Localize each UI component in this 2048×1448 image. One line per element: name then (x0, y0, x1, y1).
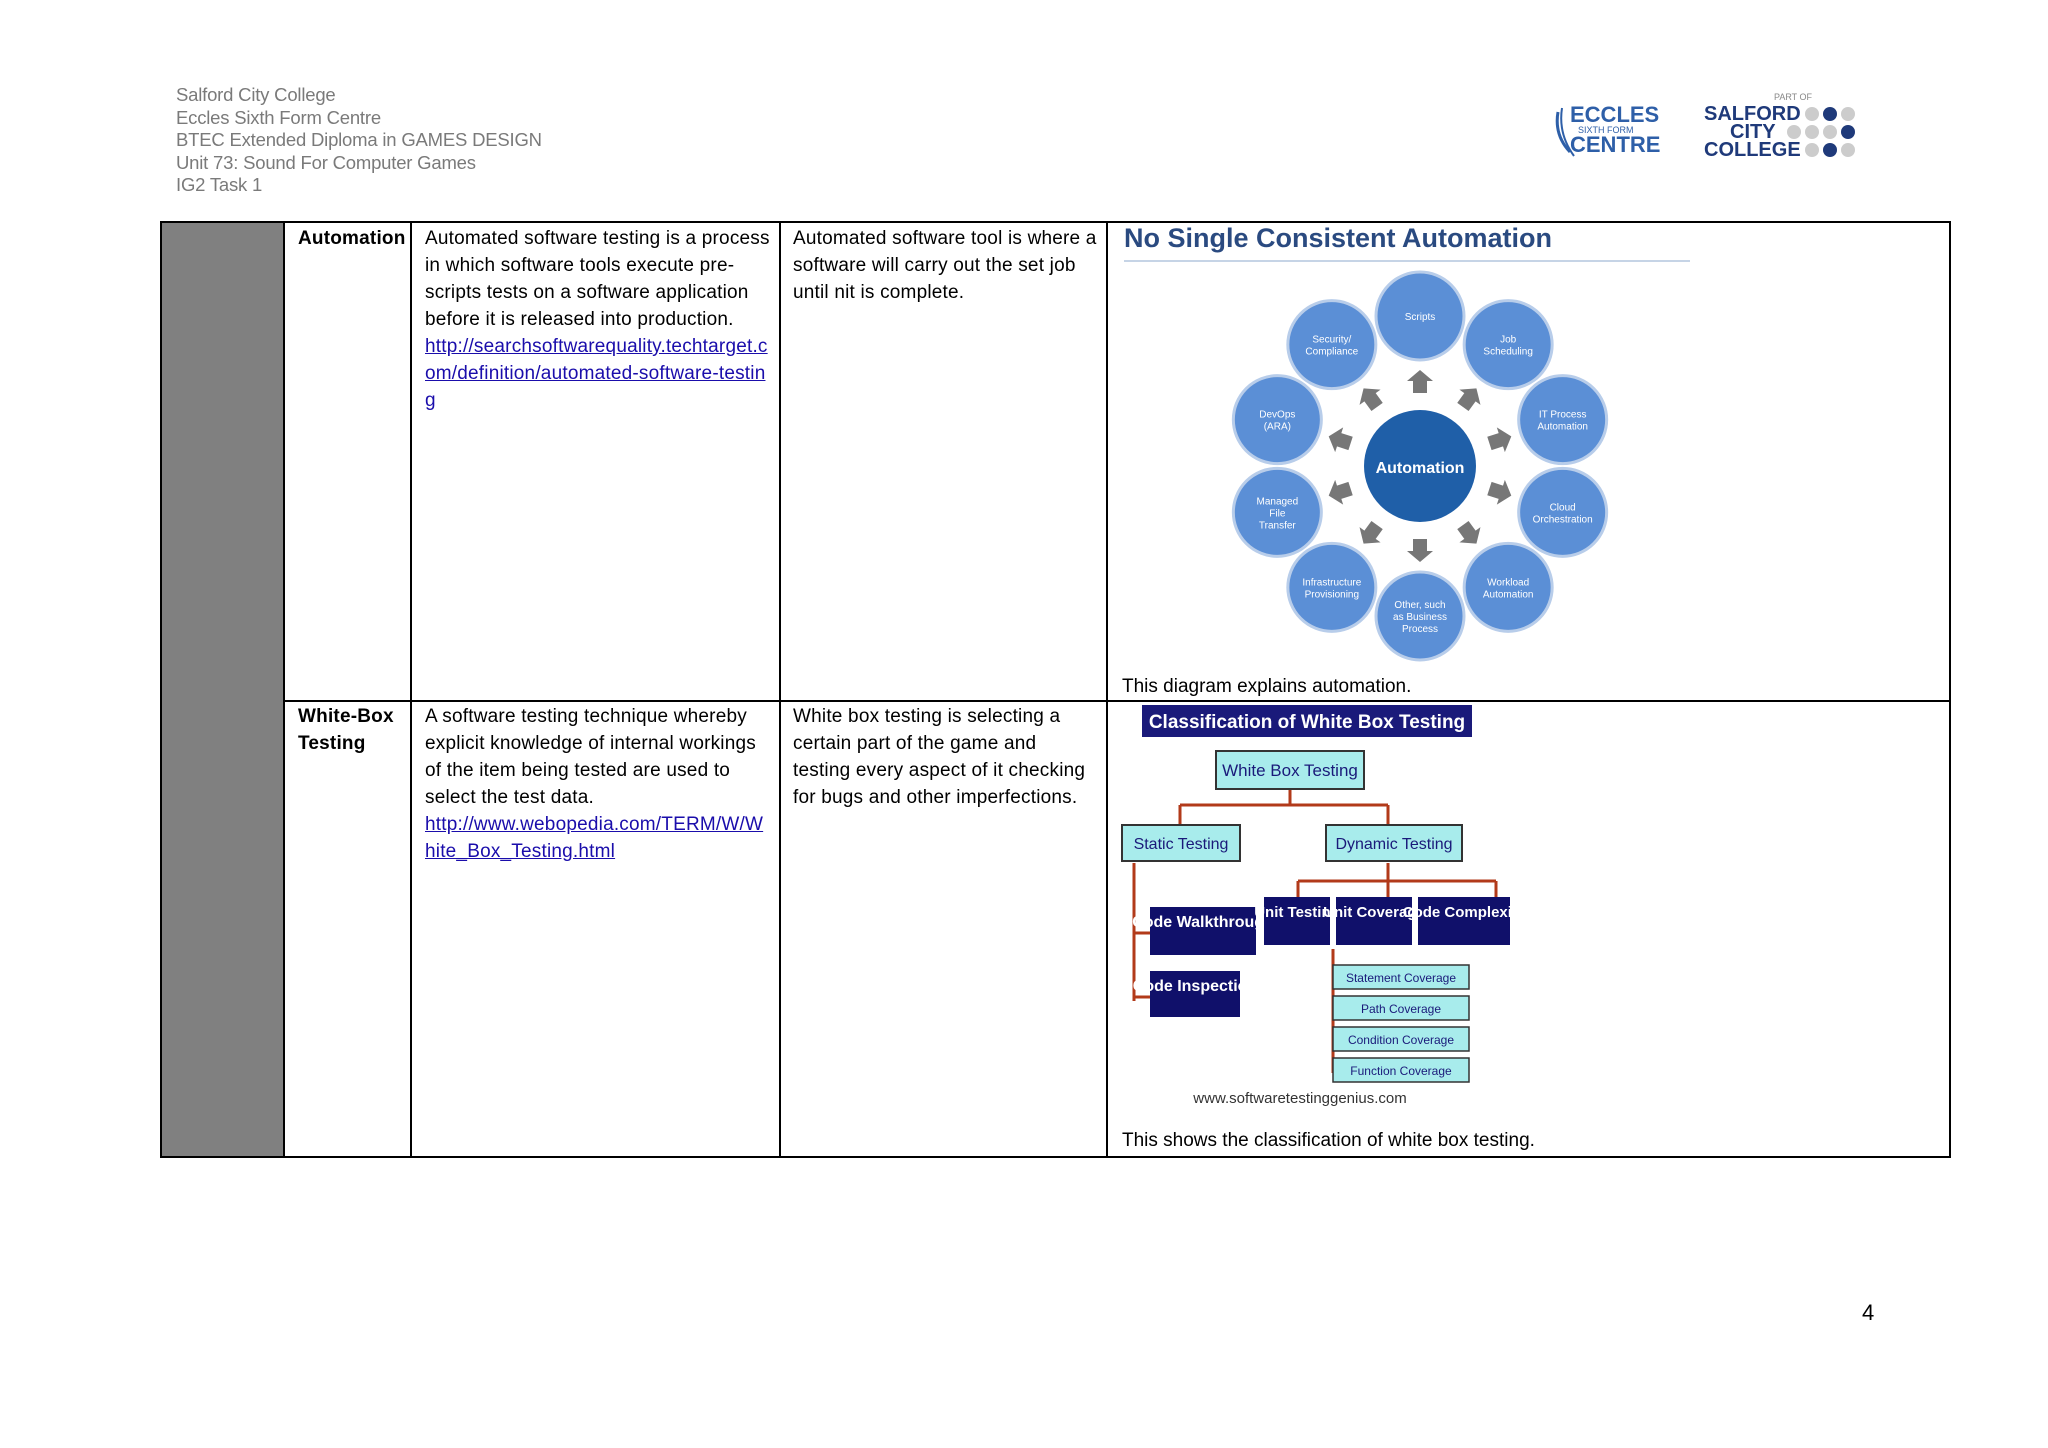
svg-text:CENTRE: CENTRE (1570, 132, 1660, 157)
automation-diagram-title: No Single Consistent Automation (1124, 223, 1552, 253)
svg-text:SALFORD: SALFORD (1704, 103, 1801, 125)
automation-arrow (1359, 388, 1383, 412)
svg-text:Unit Testing: Unit Testing (1254, 904, 1340, 921)
column-divider (779, 223, 781, 1156)
svg-text:Dynamic Testing: Dynamic Testing (1335, 836, 1452, 853)
row-divider (285, 700, 1951, 702)
explanation-white-box-testing: White box testing is selecting a certain… (793, 706, 1086, 808)
svg-text:Unit Coverage: Unit Coverage (1323, 904, 1425, 921)
document-header: Salford City College Eccles Sixth Form C… (176, 84, 542, 197)
coverage-item-label: Condition Coverage (1348, 1033, 1454, 1047)
svg-text:PART OF: PART OF (1774, 92, 1813, 102)
automation-center-label: Automation (1376, 460, 1465, 477)
header-college: Salford City College (176, 84, 336, 105)
automation-arrow (1407, 539, 1433, 562)
header-unit: Unit 73: Sound For Computer Games (176, 151, 476, 173)
coverage-item-box (1332, 995, 1470, 1021)
code-inspection-box (1150, 971, 1240, 1017)
whitebox-title: Classification of White Box Testing (1149, 712, 1465, 733)
salford-logo: PART OF SALFORD CITY COLLEGE (1704, 92, 1855, 161)
automation-node (1517, 374, 1609, 466)
column-divider (1106, 223, 1108, 1156)
svg-text:Code Complexity: Code Complexity (1403, 904, 1526, 921)
automation-node-label: Security/Compliance (1305, 335, 1358, 358)
header-course: BTEC Extended Diploma in GAMES DESIGN (176, 129, 542, 150)
eccles-logo: ECCLES SIXTH FORM CENTRE (1555, 102, 1660, 157)
svg-text:Static Testing: Static Testing (1134, 836, 1229, 853)
automation-node (1462, 299, 1554, 391)
automation-arrow (1407, 370, 1433, 393)
source-link-automation[interactable]: http://searchsoftwarequality.techtarget.… (425, 336, 768, 411)
automation-node (1374, 270, 1466, 362)
whitebox-root-box (1215, 750, 1365, 790)
automation-arrow (1359, 520, 1383, 544)
term-automation: Automation (298, 228, 406, 249)
automation-arrow (1457, 520, 1481, 544)
automation-node-label: Scripts (1405, 312, 1436, 323)
coverage-item-label: Statement Coverage (1346, 971, 1456, 985)
code-complexity-box (1418, 897, 1510, 945)
whitebox-title-box (1142, 705, 1472, 737)
code-walkthrough-box (1150, 907, 1256, 955)
automation-arrow (1328, 479, 1353, 505)
coverage-item-box (1332, 1057, 1470, 1083)
automation-node (1517, 466, 1609, 558)
automation-node (1231, 466, 1323, 558)
coverage-item-box (1332, 964, 1470, 990)
automation-arrow (1457, 388, 1481, 412)
definition-white-box-testing: A software testing technique whereby exp… (425, 703, 771, 865)
gray-side-column (162, 223, 285, 1156)
coverage-item-label: Path Coverage (1361, 1002, 1441, 1016)
automation-node (1286, 299, 1378, 391)
source-link-white-box[interactable]: http://www.webopedia.com/TERM/W/White_Bo… (425, 814, 764, 862)
header-centre: Eccles Sixth Form Centre (176, 106, 381, 128)
dynamic-testing-box (1325, 824, 1463, 862)
svg-text:CITY: CITY (1730, 121, 1776, 143)
header-task: IG2 Task 1 (176, 174, 263, 195)
coverage-item-box (1332, 1026, 1470, 1052)
explanation-automation: Automated software tool is where a softw… (793, 228, 1097, 303)
automation-node (1462, 541, 1554, 633)
svg-text:White Box Testing: White Box Testing (1222, 761, 1358, 780)
automation-node-label: DevOps(ARA) (1259, 410, 1295, 433)
unit-coverage-box (1336, 897, 1412, 945)
svg-text:ECCLES: ECCLES (1570, 102, 1659, 127)
coverage-item-label: Function Coverage (1350, 1064, 1452, 1078)
term-white-box-testing: White-Box Testing (298, 706, 394, 754)
svg-text:Code Inspection: Code Inspection (1133, 978, 1257, 995)
svg-text:SIXTH FORM: SIXTH FORM (1578, 125, 1634, 135)
definition-automation: Automated software testing is a process … (425, 225, 771, 414)
automation-diagram: No Single Consistent Automation ScriptsJ… (1120, 223, 1690, 663)
automation-node (1286, 541, 1378, 633)
automation-arrow (1487, 479, 1512, 505)
caption-white-box: This shows the classification of white b… (1122, 1130, 1535, 1151)
whitebox-diagram: Classification of White Box Testing Whit… (1120, 703, 1530, 1121)
whitebox-footer: www.softwaretestinggenius.com (1192, 1090, 1406, 1107)
automation-arrow (1487, 427, 1512, 453)
automation-node (1374, 570, 1466, 662)
svg-text:COLLEGE: COLLEGE (1704, 139, 1801, 161)
unit-testing-box (1264, 897, 1330, 945)
automation-center (1364, 410, 1476, 522)
caption-automation: This diagram explains automation. (1122, 676, 1412, 697)
logos: ECCLES SIXTH FORM CENTRE PART OF SALFORD… (1555, 92, 1855, 161)
automation-arrow (1328, 427, 1353, 453)
svg-text:Code Walkthrough: Code Walkthrough (1132, 914, 1274, 931)
column-divider (410, 223, 412, 1156)
page-number: 4 (1862, 1300, 1875, 1325)
automation-node (1231, 374, 1323, 466)
glossary-table: Automation Automated software testing is… (160, 221, 1951, 1158)
static-testing-box (1121, 824, 1241, 862)
